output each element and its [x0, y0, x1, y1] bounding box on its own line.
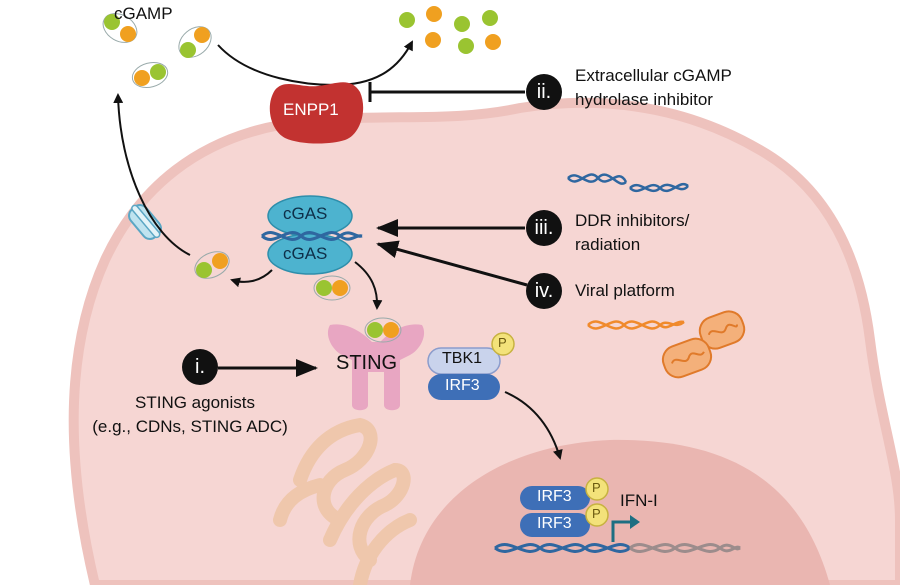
- cgas-top-label: cGAS: [283, 204, 328, 223]
- cgas-bottom-label: cGAS: [283, 244, 328, 263]
- nuclear-phospho-top-label: P: [592, 480, 601, 495]
- nuclear-phospho-bottom-label: P: [592, 506, 601, 521]
- cgas-to-sting-arrow: [354, 261, 383, 310]
- transcription-arrow: [611, 520, 632, 542]
- sting-label: STING: [336, 352, 398, 374]
- tbk1-phospho-label: P: [498, 335, 507, 350]
- endoplasmic-reticulum: [273, 417, 417, 585]
- cgamp-dimer: [131, 62, 169, 88]
- irf3-protein: [428, 374, 500, 400]
- intervention-ii-badge: ii.: [526, 74, 562, 110]
- nuclear-dna: [494, 543, 741, 553]
- virion: [661, 337, 713, 379]
- nuclear-irf3-bottom-label: IRF3: [537, 515, 572, 532]
- irf3-translocation-arrow: [504, 391, 563, 460]
- intervention-iv-badge: iv.: [526, 273, 562, 309]
- intervention-i-line2: (e.g., CDNs, STING ADC): [92, 417, 288, 436]
- intervention-iv-line1: Viral platform: [575, 281, 675, 300]
- viral-genome: [587, 320, 685, 330]
- cgas-complex: [260, 195, 363, 275]
- enpp1-protein: [269, 82, 364, 144]
- cgamp-dimer: [102, 13, 138, 43]
- nuclear-irf3-top: [520, 486, 590, 510]
- intervention-iii-line2: radiation: [575, 235, 641, 254]
- intervention-ii-line1: Extracellular cGAMP: [575, 66, 732, 85]
- intervention-i-line1: STING agonists: [135, 393, 255, 412]
- intervention-iii-badge: iii.: [526, 210, 562, 246]
- nuclear-irf3-top-label: IRF3: [537, 488, 572, 505]
- cgamp-dimer: [178, 26, 212, 58]
- intervention-ii-line2: hydrolase inhibitor: [575, 90, 713, 109]
- hydrolysis-arrow: [217, 40, 413, 87]
- ifn-label: IFN-I: [620, 491, 658, 510]
- nuclear-irf3-bottom: [520, 513, 590, 537]
- damaged-dna: [567, 173, 689, 193]
- cgamp-dimer: [313, 275, 351, 301]
- export-arrow: [113, 93, 191, 256]
- enpp1-label: ENPP1: [283, 100, 339, 119]
- nuclear-phospho-bottom: [585, 503, 609, 527]
- tbk1-label: TBK1: [442, 350, 483, 367]
- sting-protein: [327, 324, 425, 411]
- hydrolysed-nucleotides: [399, 6, 501, 54]
- cgamp-label: cGAMP: [114, 4, 173, 23]
- virion: [698, 310, 746, 350]
- intervention-i-badge: i.: [182, 349, 218, 385]
- viral-arrow: [376, 240, 528, 287]
- irf3-label: IRF3: [445, 377, 480, 394]
- cgamp-dimer: [364, 317, 402, 343]
- tbk1-phospho: [491, 332, 515, 356]
- intervention-iii-line1: DDR inhibitors/: [575, 211, 690, 230]
- cgas-to-export-arrow: [230, 269, 273, 288]
- nuclear-phospho-top: [585, 477, 609, 501]
- membrane-channel: [128, 204, 162, 240]
- cgamp-dimer: [194, 251, 230, 279]
